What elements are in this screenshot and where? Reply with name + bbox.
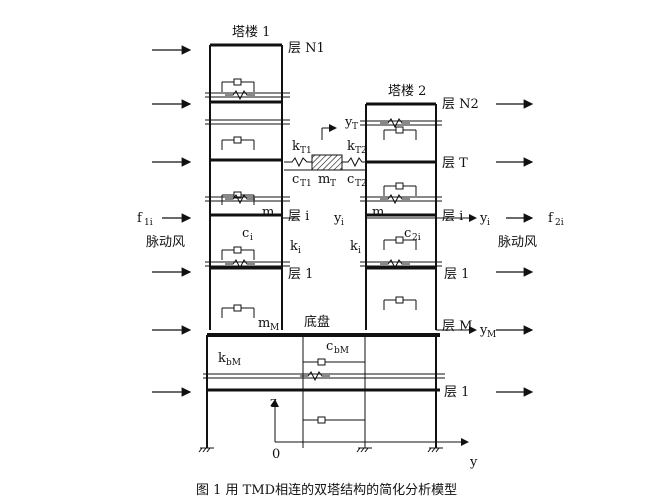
svg-text:M: M bbox=[487, 330, 496, 340]
svg-text:bM: bM bbox=[334, 346, 349, 356]
ground-supports bbox=[198, 447, 443, 453]
tower-1 bbox=[209, 43, 283, 330]
floor-label-t2-i: 层 i bbox=[442, 209, 463, 224]
svg-text:M: M bbox=[270, 323, 279, 333]
axis-y-label: y bbox=[469, 455, 478, 470]
axes bbox=[271, 399, 469, 446]
symbol-m-t1: m bbox=[262, 205, 274, 220]
svg-text:f: f bbox=[548, 211, 554, 226]
svg-text:m: m bbox=[318, 172, 330, 187]
svg-text:i: i bbox=[298, 246, 301, 256]
svg-text:2i: 2i bbox=[555, 218, 564, 228]
tower-2-springs bbox=[360, 118, 442, 269]
svg-text:c: c bbox=[326, 339, 333, 354]
svg-text:T2: T2 bbox=[355, 146, 367, 156]
svg-text:i: i bbox=[250, 233, 253, 243]
svg-text:c: c bbox=[242, 226, 249, 241]
floor-label-t1-i: 层 i bbox=[288, 209, 309, 224]
base-label: 底盘 bbox=[304, 314, 330, 330]
svg-text:y: y bbox=[333, 211, 342, 226]
svg-text:k: k bbox=[347, 139, 355, 154]
floor-label-t1-1: 层 1 bbox=[288, 267, 313, 282]
svg-text:c: c bbox=[347, 172, 354, 187]
svg-text:y: y bbox=[479, 211, 488, 226]
wind-arrows-right bbox=[496, 99, 534, 397]
svg-text:i: i bbox=[487, 218, 490, 228]
svg-text:T: T bbox=[352, 122, 358, 132]
floor-label-t1-top: 层 N1 bbox=[288, 41, 325, 56]
svg-text:y: y bbox=[344, 115, 353, 130]
svg-text:T1: T1 bbox=[300, 146, 312, 156]
svg-text:k: k bbox=[350, 239, 358, 254]
svg-text:k: k bbox=[290, 239, 298, 254]
floor-label-t2-T: 层 T bbox=[442, 156, 468, 171]
origin-label: 0 bbox=[272, 447, 280, 462]
figure-caption: 图 1 用 TMD相连的双塔结构的简化分析模型 bbox=[196, 482, 457, 498]
wind-label-left: 脉动风 bbox=[146, 235, 185, 250]
svg-text:k: k bbox=[218, 351, 226, 366]
svg-text:2i: 2i bbox=[412, 233, 421, 243]
axis-z-label: z bbox=[270, 395, 277, 410]
svg-text:1i: 1i bbox=[144, 218, 153, 228]
svg-text:y: y bbox=[479, 323, 488, 338]
tower-2 bbox=[365, 102, 437, 330]
tmd-connector bbox=[284, 124, 366, 171]
svg-text:m: m bbox=[258, 316, 270, 331]
svg-text:c: c bbox=[292, 172, 299, 187]
svg-text:bM: bM bbox=[226, 358, 241, 368]
svg-text:T1: T1 bbox=[300, 179, 312, 189]
svg-text:i: i bbox=[358, 246, 361, 256]
floor-label-t2-top: 层 N2 bbox=[442, 97, 479, 112]
svg-text:m: m bbox=[372, 205, 384, 220]
svg-text:k: k bbox=[292, 139, 300, 154]
svg-text:T2: T2 bbox=[355, 179, 367, 189]
tower-2-label: 塔楼 2 bbox=[388, 84, 426, 99]
wind-arrows-left bbox=[152, 45, 192, 397]
symbol-m-t2: m bbox=[372, 205, 384, 220]
base-elements bbox=[299, 358, 365, 424]
floor-label-t2-1: 层 1 bbox=[444, 267, 469, 282]
floor-arrows-inner bbox=[282, 214, 477, 334]
base-podium bbox=[203, 333, 445, 448]
floor-label-base-M: 层 M bbox=[442, 319, 472, 334]
wind-label-right: 脉动风 bbox=[498, 235, 537, 250]
svg-text:m: m bbox=[262, 205, 274, 220]
svg-text:T: T bbox=[330, 179, 336, 189]
svg-text:f: f bbox=[137, 211, 143, 226]
svg-text:i: i bbox=[341, 218, 344, 228]
tower-1-springs bbox=[205, 90, 290, 269]
floor-label-base-1: 层 1 bbox=[444, 385, 469, 400]
svg-text:c: c bbox=[404, 226, 411, 241]
tower-1-label: 塔楼 1 bbox=[232, 25, 270, 40]
